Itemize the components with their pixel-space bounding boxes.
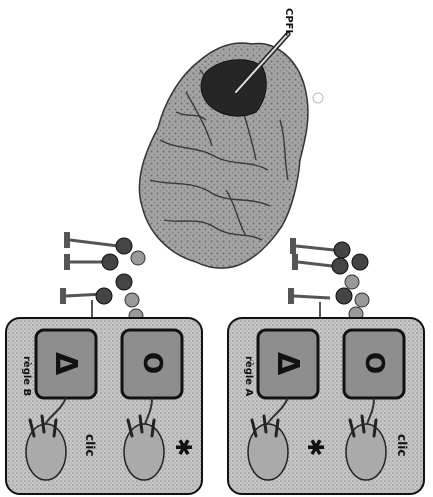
panel-rule-b: Δ O règle B clic ✱ — [6, 318, 202, 494]
neuron-circle — [116, 274, 132, 290]
neuron-circle — [355, 293, 369, 307]
neuron-circle — [131, 251, 145, 265]
triangle-symbol: Δ — [48, 352, 83, 376]
no-click-label: ✱ — [170, 438, 195, 456]
neuron-circle — [102, 254, 118, 270]
neuron-circle — [345, 275, 359, 289]
neuron-circle — [352, 254, 368, 270]
neuron-circle — [125, 293, 139, 307]
cpfl-label: CPFL — [283, 8, 294, 36]
neuron-circle — [334, 242, 350, 258]
click-label: clic — [83, 434, 97, 456]
circle-symbol: O — [359, 352, 389, 374]
circle-symbol: O — [137, 352, 167, 374]
pin-icon — [288, 288, 330, 304]
neuron-circle — [336, 288, 352, 304]
neuron-circle — [116, 238, 132, 254]
neuron-circle — [332, 258, 348, 274]
neuron-cluster-a — [288, 238, 369, 321]
pin-icon — [292, 254, 332, 270]
pin-icon — [290, 238, 334, 254]
neuron-circle — [96, 288, 112, 304]
panel-rule-a: Δ O règle A ✱ clic — [228, 318, 424, 494]
pin-icon — [64, 232, 118, 248]
rule-label: règle A — [243, 356, 255, 397]
click-label: clic — [395, 434, 409, 456]
brain-illustration: CPFL — [139, 8, 323, 268]
pin-icon — [64, 254, 108, 270]
triangle-symbol: Δ — [270, 352, 305, 376]
rule-label: règle B — [21, 356, 33, 396]
neuron-cluster-b — [60, 232, 145, 323]
no-click-label: ✱ — [302, 438, 327, 456]
